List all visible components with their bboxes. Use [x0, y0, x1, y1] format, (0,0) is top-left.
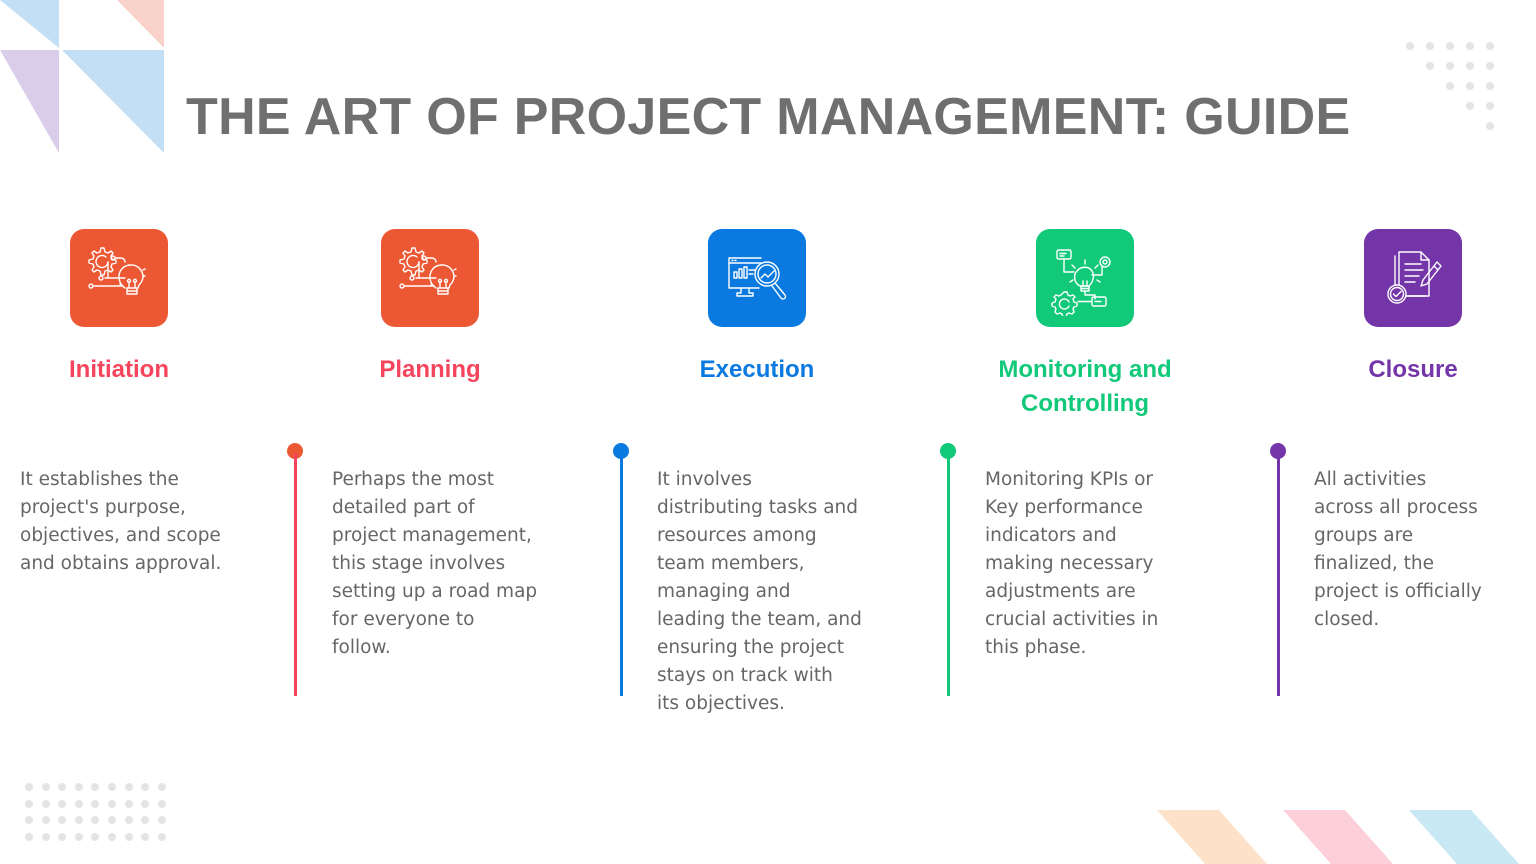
- timeline-line: [619, 453, 623, 696]
- stage-icon-box: [708, 229, 806, 327]
- stage-description-planning: Perhaps the most detailed part of projec…: [332, 469, 538, 658]
- timeline-line: [293, 453, 297, 696]
- stage-icon-box: [1036, 229, 1134, 327]
- stage-icon-box: [1364, 229, 1462, 327]
- decorative-stripes: [1157, 810, 1519, 864]
- decorative-triangles: [0, 0, 164, 153]
- stage-name: Execution: [699, 356, 815, 383]
- timeline-knob: [287, 443, 303, 459]
- document-check-pencil-icon: [1387, 251, 1442, 304]
- timeline-marker-closure: [1270, 443, 1286, 696]
- timeline-knob: [613, 443, 629, 459]
- stage-initiation: Initiation: [0, 229, 249, 387]
- decorative-dot-grid-top-right: [1406, 42, 1506, 142]
- stage-description-initiation: It establishes the project's purpose, ob…: [20, 469, 222, 574]
- timeline-marker-monitoring: [940, 443, 956, 696]
- gear-lightbulb-icon: [88, 247, 146, 295]
- stage-icon-box: [70, 229, 168, 327]
- timeline-line: [1276, 453, 1280, 696]
- monitor-analytics-magnifier-icon: [728, 257, 787, 300]
- timeline-marker-execution: [613, 443, 629, 696]
- gear-lightbulb-icon: [399, 247, 457, 295]
- stage-description-monitoring: Monitoring KPIs or Key performance indic…: [985, 469, 1159, 658]
- stage-description-closure: All activities across all process groups…: [1314, 469, 1482, 630]
- timeline-knob: [1270, 443, 1286, 459]
- stage-name: Planning: [379, 356, 481, 383]
- stage-description-execution: It involves distributing tasks and resou…: [657, 469, 862, 714]
- stage-name: Closure: [1368, 356, 1458, 383]
- stage-name: Monitoring and Controlling: [998, 356, 1172, 417]
- stage-planning: Planning: [300, 229, 560, 387]
- decorative-dot-grid-bottom-left: [25, 783, 174, 849]
- stage-closure: Closure: [1283, 229, 1536, 387]
- timeline-knob: [940, 443, 956, 459]
- stage-execution: Execution: [627, 229, 887, 387]
- stage-name: Initiation: [69, 356, 169, 383]
- timeline-marker-planning: [287, 443, 303, 696]
- timeline-line: [946, 453, 950, 696]
- page-title: THE ART OF PROJECT MANAGEMENT: GUIDE: [186, 88, 1351, 146]
- stage-monitoring-and-controlling: Monitoring and Controlling: [955, 229, 1215, 421]
- lightbulb-network-gear-icon: [1051, 249, 1111, 316]
- stage-icon-box: [381, 229, 479, 327]
